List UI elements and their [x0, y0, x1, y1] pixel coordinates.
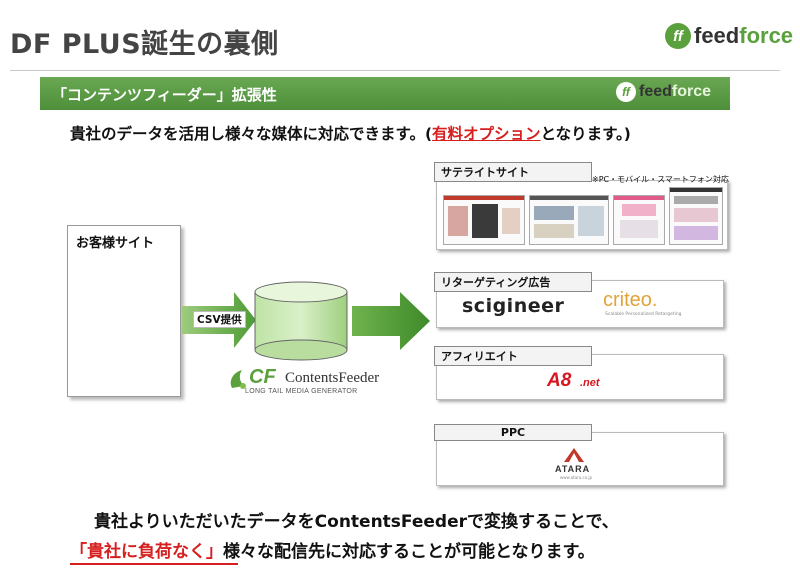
embedded-subtitle: 貴社のデータを活用し様々な媒体に対応できます。(有料オプションとなります。) [70, 122, 631, 144]
satellite-thumbnail-4 [669, 187, 723, 245]
slide-title: DF PLUS誕生の裏側 [10, 29, 279, 60]
contentsfeeder-tagline: LONG TAIL MEDIA GENERATOR [245, 388, 358, 395]
atara-url: www.atara.co.jp [560, 475, 593, 480]
satellite-site-box [436, 180, 728, 250]
database-cylinder-icon [254, 281, 348, 361]
a8net-logo-main: A8 [547, 370, 572, 391]
contentsfeeder-logo-name: ContentsFeeder [285, 370, 380, 386]
criteo-tagline: Scalable Personalized Retargeting [605, 312, 682, 317]
satellite-thumbnail-3 [613, 195, 665, 245]
contentsfeeder-mark-icon [230, 370, 246, 389]
header-divider [10, 70, 780, 71]
bottom-message-rest: 様々な配信先に対応することが可能となります。 [223, 542, 595, 562]
satellite-thumbnail-2 [529, 195, 609, 245]
feedforce-logo: ff feedforce [665, 23, 793, 49]
atara-logo: ATARA [555, 464, 591, 474]
banner-logo-text-force: force [671, 83, 712, 100]
distribution-arrow-icon [352, 292, 430, 350]
banner-logo-text-feed: feed [639, 83, 672, 100]
bottom-message-line2: 「貴社に負荷なく」様々な配信先に対応することが可能となります。 [70, 537, 595, 562]
criteo-logo: criteo. [603, 289, 658, 311]
subtitle-paid-option: 有料オプション [432, 125, 541, 143]
bottom-message-emphasis: 「貴社に負荷なく」 [70, 542, 223, 562]
satellite-thumbnail-1 [443, 195, 525, 245]
satellite-site-tab: サテライトサイト [434, 162, 592, 182]
embedded-banner [40, 77, 730, 110]
logo-text-force: force [739, 23, 794, 48]
bottom-message-line1: 貴社よりいただいたデータをContentsFeederで変換することで、 [94, 512, 619, 532]
logo-text-feed: feed [694, 23, 740, 48]
embedded-banner-title: 「コンテンツフィーダー」拡張性 [52, 86, 277, 104]
a8net-logo-suffix: .net [580, 377, 600, 389]
atara-mark-icon [564, 448, 584, 462]
banner-feedforce-mark-icon: ff [616, 82, 636, 102]
subtitle-before: 貴社のデータを活用し様々な媒体に対応できます。( [70, 125, 433, 143]
satellite-site-note: ※PC・モバイル・スマートフォン対応 [592, 175, 729, 184]
customer-site-label: お客様サイト [76, 236, 155, 251]
retargeting-ad-tab: リターゲティング広告 [434, 272, 592, 292]
customer-site-page [67, 225, 181, 397]
contentsfeeder-logo-letters: CF [249, 366, 276, 388]
affiliate-tab: アフィリエイト [434, 346, 592, 366]
banner-feedforce-logo: ff feedforce [616, 82, 711, 102]
ppc-tab: PPC [434, 424, 592, 441]
scigineer-logo: scigineer [462, 295, 565, 317]
emphasis-underline [70, 563, 238, 565]
csv-label: CSV提供 [193, 311, 246, 328]
feedforce-mark-icon: ff [665, 23, 691, 49]
subtitle-after: となります。) [540, 125, 631, 143]
